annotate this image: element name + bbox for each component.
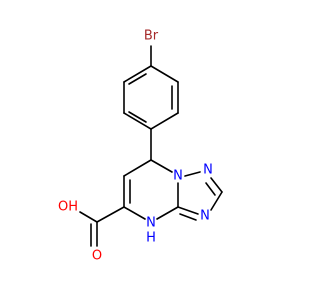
bond-n3-c3a — [177, 206, 199, 215]
bond-c7-c6 — [123, 159, 152, 177]
atom-n3: N — [200, 209, 210, 224]
atom-oh: OH — [58, 200, 78, 215]
bond-n3-c3a-double — [179, 213, 197, 221]
atom-n1: N — [203, 163, 213, 178]
bond-n1-c2 — [210, 177, 223, 193]
atom-o: O — [92, 249, 102, 264]
bond-ccooh-oh — [79, 211, 98, 223]
bond-n4-c3a — [156, 206, 179, 220]
bond-n8-c7 — [150, 159, 173, 173]
bond-c2-n3 — [210, 191, 223, 211]
atom-nh-h: H — [146, 231, 156, 246]
bond-ph-double-2 — [128, 111, 147, 123]
atom-br: Br — [144, 29, 159, 44]
molecule-structure: Br OH O N N N N H — [58, 29, 223, 264]
bond-ph-3 — [150, 112, 179, 130]
bond-ph-1 — [150, 65, 179, 83]
bond-c5-ccooh — [96, 206, 125, 223]
molecule-drawing: Br OH O N N N N H — [58, 29, 223, 264]
bond-ph-4 — [123, 112, 152, 130]
bond-ph-6 — [123, 65, 152, 83]
bonds — [79, 45, 223, 247]
atom-labels: Br OH O N N N N H — [58, 29, 213, 264]
bond-n8-n1 — [184, 171, 201, 177]
atom-n8: N — [173, 169, 183, 184]
atom-nh: N — [146, 216, 156, 231]
bond-c5-n4 — [123, 206, 146, 220]
bond-n1-c2-double — [205, 182, 216, 196]
bond-ph-double-3 — [128, 73, 147, 85]
